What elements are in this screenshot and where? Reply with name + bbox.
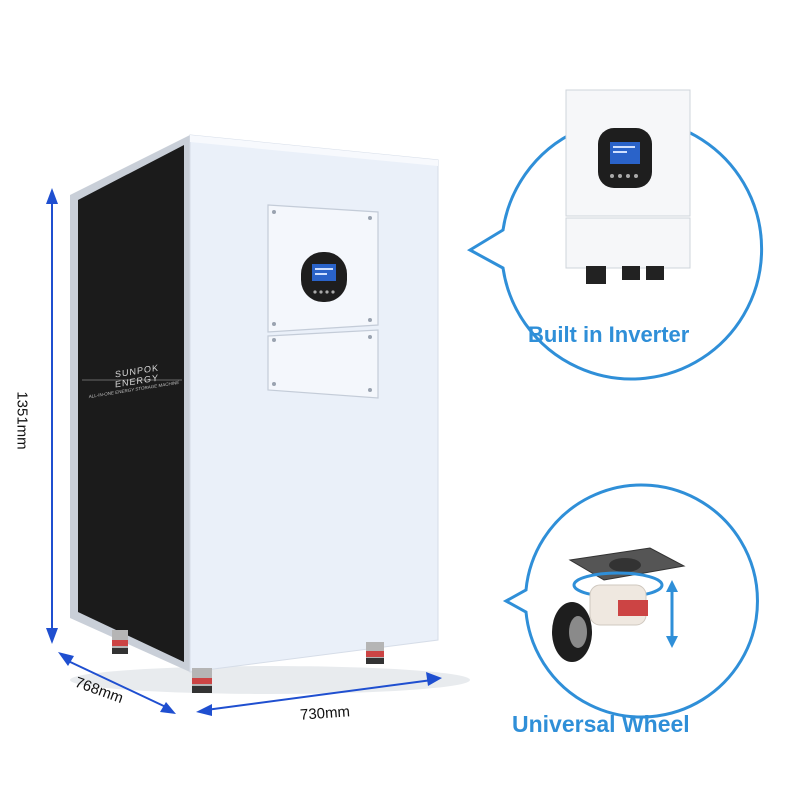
cabinet-side-panel bbox=[70, 135, 190, 672]
width-dimension-label: 730mm bbox=[299, 703, 351, 724]
wheel-callout-label: Universal Wheel bbox=[512, 711, 690, 737]
inverter-callout-label: Built in Inverter bbox=[528, 322, 690, 347]
width-dimension-arrow bbox=[196, 672, 442, 716]
inverter-detail-illustration bbox=[565, 89, 691, 284]
height-dimension-arrow bbox=[46, 188, 58, 644]
cabinet-feet bbox=[112, 630, 384, 693]
front-inverter-panel bbox=[267, 204, 379, 399]
height-dimension-label: 1351mm bbox=[13, 391, 31, 450]
wheel-detail-illustration bbox=[552, 547, 686, 662]
depth-dimension-arrow bbox=[58, 652, 176, 714]
